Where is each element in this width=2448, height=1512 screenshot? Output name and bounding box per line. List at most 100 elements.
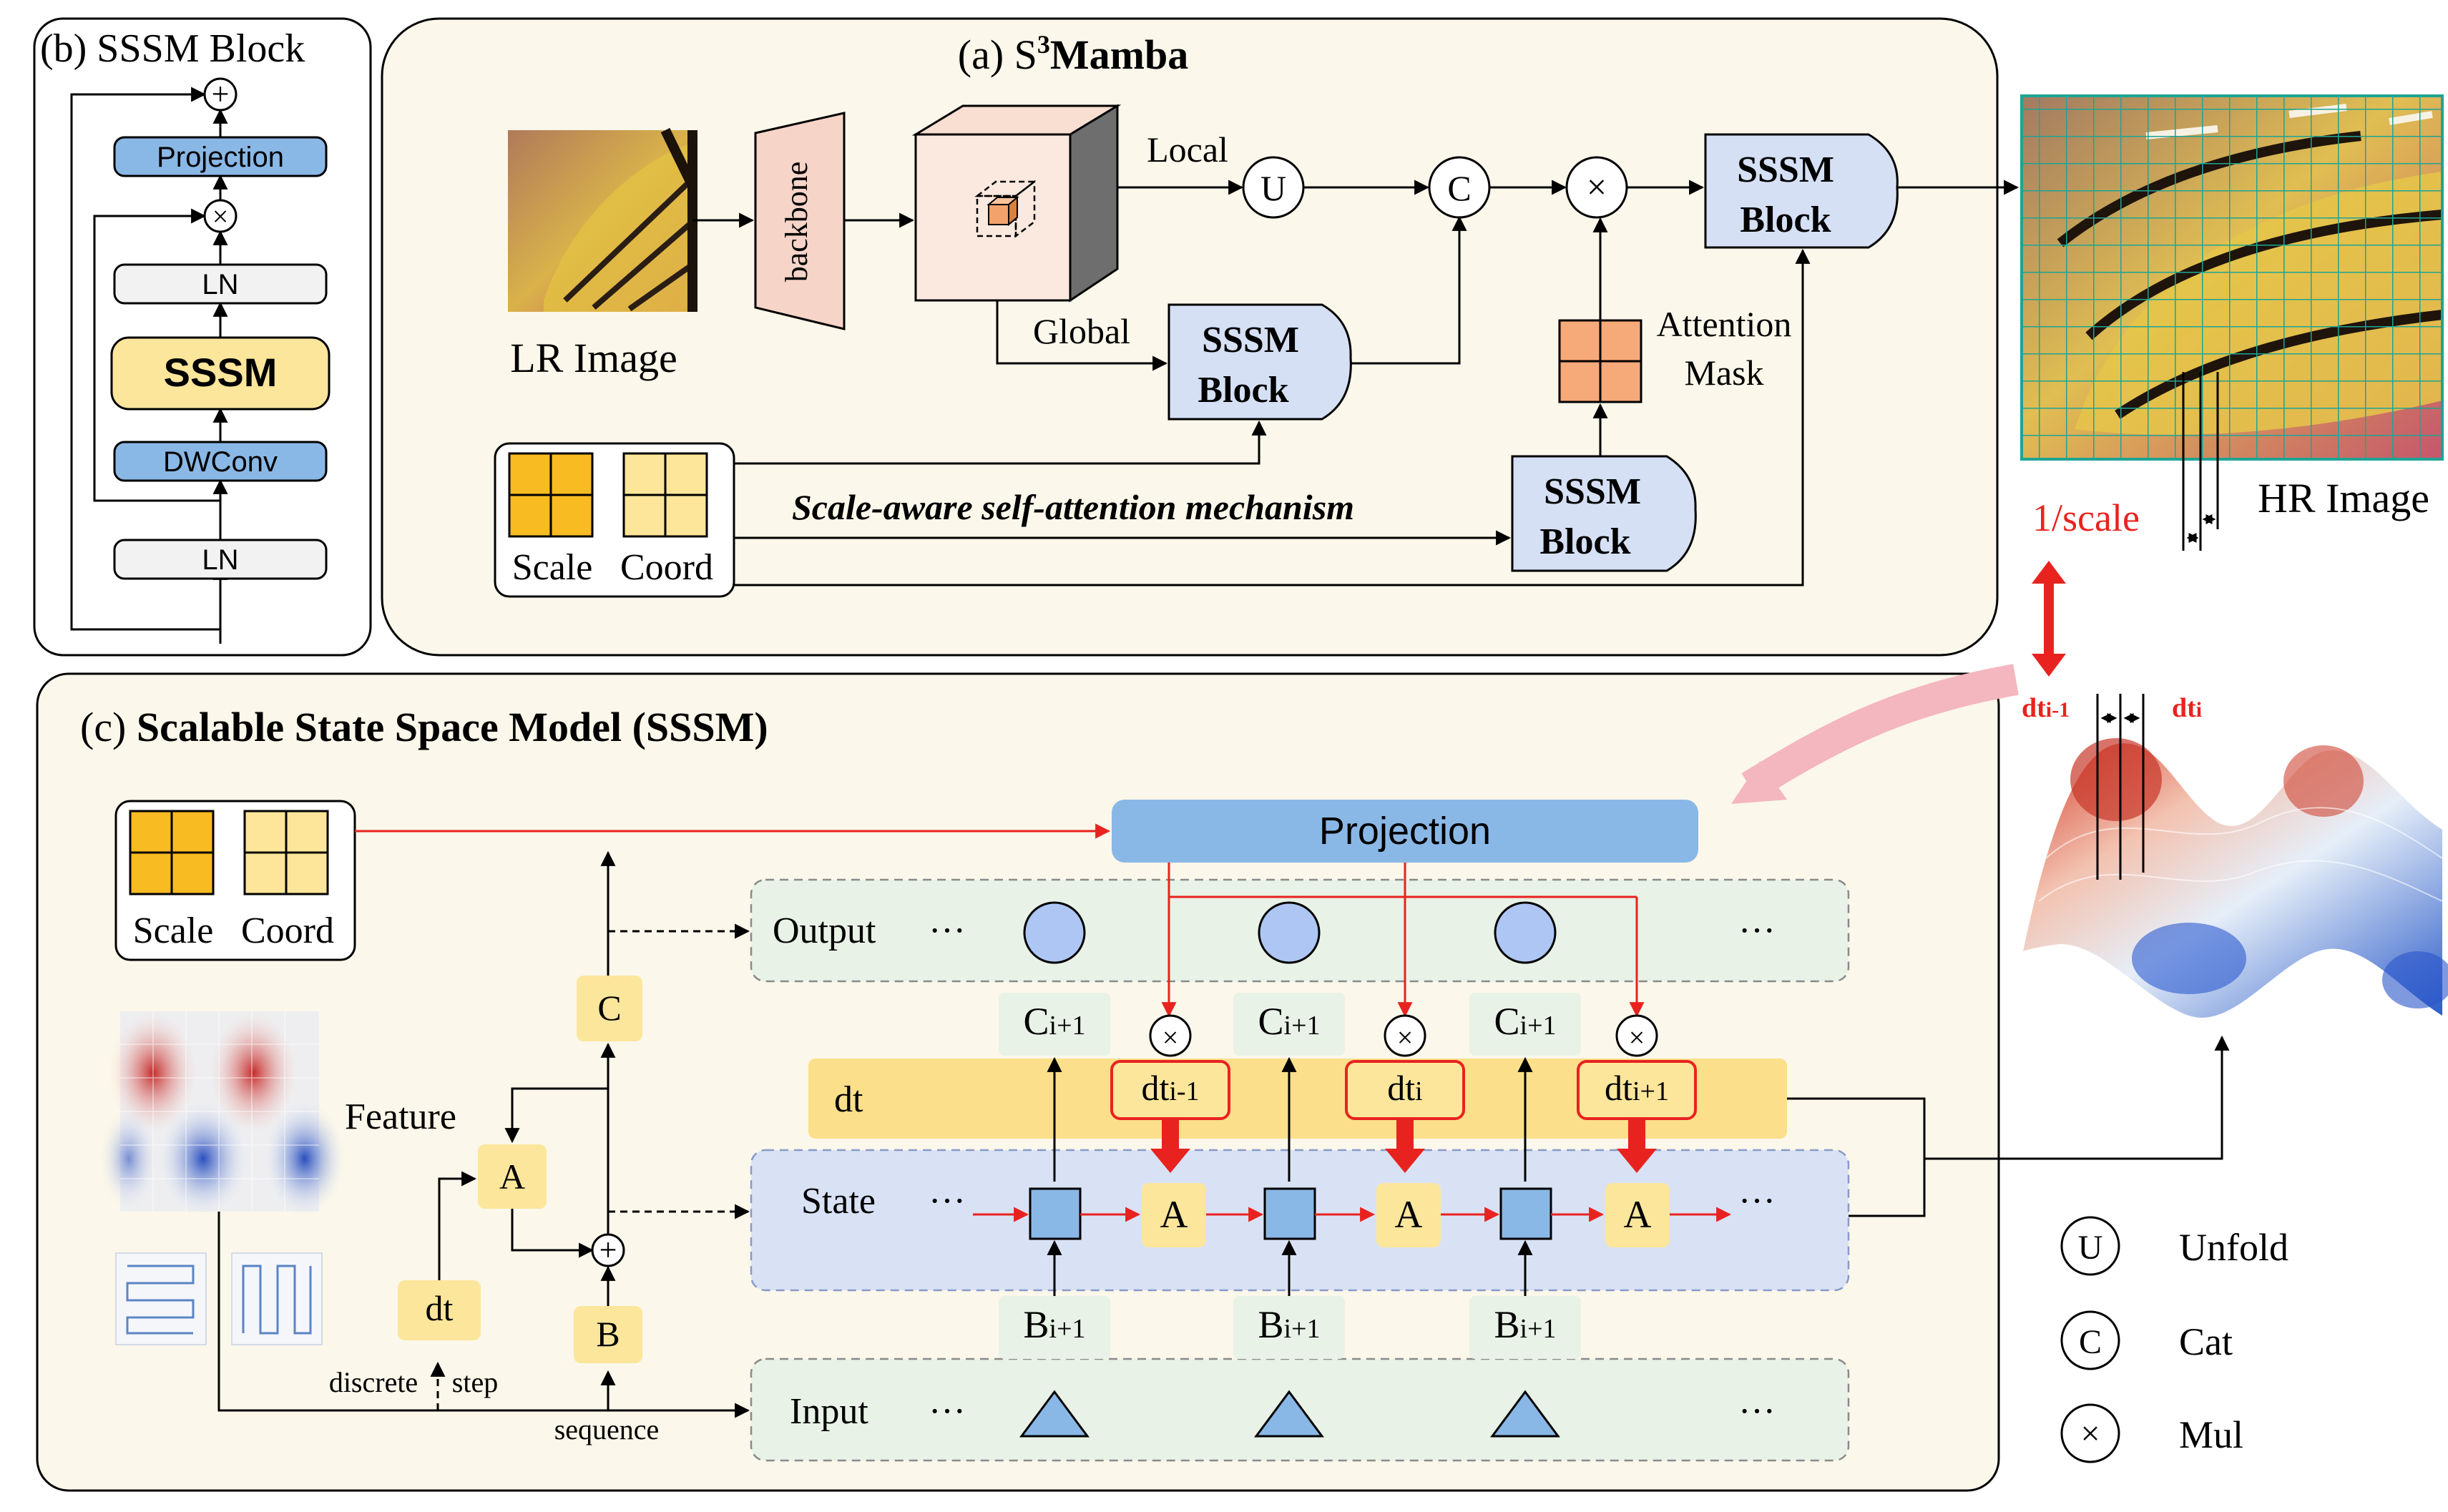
panel-c-sssm: (c) Scalable State Space Model (SSSM) Sc… (36, 664, 2230, 1492)
legend-unfold-label: Unfold (2179, 1226, 2288, 1269)
inv-scale-label: 1/scale (2032, 496, 2140, 539)
b-label-bg (1233, 1296, 1345, 1359)
dt-row (808, 1059, 1787, 1139)
sssm-block-global (1167, 303, 1352, 421)
ssm-column-3: Ci+1 Bi+1 (1469, 901, 1581, 1438)
surface-to-projection-arrow (1741, 664, 2019, 800)
discrete-label: discrete (329, 1366, 418, 1398)
sssm-block-output-l1: SSSM (1737, 149, 1834, 190)
panel-b-sssm-block: (b) SSSM Block LN DWConv SSSM LN × Proje… (33, 17, 372, 657)
legend-unfold-symbol-text: U (2078, 1229, 2103, 1267)
dt-column-1: × dti-1 (1110, 1014, 1230, 1173)
sssm-block-attention-l1: SSSM (1544, 471, 1641, 512)
dt-down-arrow (1150, 1149, 1190, 1173)
b-add-op-symbol: + (212, 77, 230, 112)
a-node-2 (1376, 1183, 1441, 1247)
input-node (1254, 1390, 1324, 1438)
legend: U Unfold C Cat × Mul (2060, 1216, 2288, 1463)
scale-label-a: Scale (512, 547, 593, 588)
b-label: Bi+1 (1023, 1303, 1085, 1346)
legend-unfold-symbol (2060, 1216, 2120, 1276)
attention-label-l2: Mask (1684, 353, 1763, 393)
dt-column-2: × dti (1345, 1014, 1465, 1173)
mechanism-label: Scale-aware self-attention mechanism (792, 487, 1354, 527)
output-row-label: Output (773, 910, 876, 951)
state-node (1029, 1187, 1082, 1240)
legend-cat-label: Cat (2179, 1320, 2233, 1363)
global-label: Global (1033, 311, 1130, 351)
scan-pattern-horizontal-icon (115, 1252, 207, 1345)
c-label: Ci+1 (1258, 1000, 1320, 1043)
sequence-label: sequence (554, 1413, 660, 1445)
sssm-block-attention-l2: Block (1539, 521, 1630, 562)
scale-label-c: Scale (133, 910, 214, 951)
dt-mul-op-symbol: × (1397, 1021, 1414, 1054)
b-box (574, 1306, 642, 1363)
backbone-label: backbone (779, 162, 814, 283)
lr-image-label: LR Image (510, 335, 677, 381)
feature-cube (911, 104, 1122, 303)
c-label-bg (1469, 993, 1581, 1056)
c-label-bg (1233, 993, 1345, 1056)
add-op-c-symbol: + (599, 1232, 617, 1267)
output-node (1494, 901, 1557, 964)
c-box (577, 976, 642, 1041)
backbone-block (754, 112, 846, 330)
dt-label: dti+1 (1605, 1068, 1669, 1108)
attention-label-l1: Attention (1657, 304, 1792, 344)
b-ln-top-label: LN (202, 269, 238, 300)
panel-a-s3mamba: (a) S3Mamba LR Image backbone Loc (381, 17, 2019, 657)
c-label: Ci+1 (1023, 1000, 1085, 1043)
panel-b-title: (b) SSSM Block (40, 26, 305, 71)
a-node-1 (1142, 1183, 1206, 1247)
b-label: Bi+1 (1258, 1303, 1320, 1346)
dt-label: dti-1 (1141, 1068, 1199, 1108)
input-node (1019, 1390, 1090, 1438)
a-node-2-label: A (1395, 1193, 1423, 1236)
legend-cat-symbol (2060, 1310, 2120, 1370)
input-row-label: Input (790, 1391, 868, 1432)
step-label: step (452, 1366, 498, 1398)
legend-mul-label: Mul (2179, 1413, 2243, 1456)
a-node-3-label: A (1624, 1193, 1652, 1236)
scan-pattern-vertical-icon (231, 1252, 323, 1345)
feature-heatmap (100, 1011, 345, 1216)
a-box-label: A (499, 1157, 525, 1197)
dt-label: dti (1387, 1068, 1422, 1108)
output-dots-left: ··· (929, 910, 966, 951)
legend-cat-symbol-text: C (2079, 1323, 2102, 1361)
sssm-block-global-l2: Block (1198, 370, 1288, 411)
input-node (1490, 1390, 1560, 1438)
input-dots-right: ··· (1738, 1391, 1776, 1432)
output-dots-right: ··· (1738, 910, 1776, 951)
coord-label-a: Coord (620, 547, 713, 588)
lr-image (508, 127, 697, 312)
coord-label-c: Coord (241, 910, 334, 951)
local-label: Local (1147, 129, 1228, 170)
scale-surface-plot (2023, 694, 2448, 1018)
mul-op-symbol: × (1587, 167, 1607, 207)
legend-mul-symbol-text: × (2080, 1415, 2100, 1453)
a-node-3 (1605, 1183, 1670, 1247)
dt-mul-op-symbol: × (1162, 1021, 1179, 1054)
dt-down-arrow (1617, 1149, 1657, 1173)
hr-image (2020, 94, 2444, 461)
a-box (478, 1144, 547, 1209)
output-node (1258, 901, 1321, 964)
legend-mul-symbol (2060, 1403, 2120, 1463)
dt-box-label: dt (426, 1288, 454, 1328)
b-mul-op-symbol: × (212, 200, 229, 232)
output-node (1023, 901, 1086, 964)
c-label-bg (999, 993, 1110, 1056)
ssm-column-1: Ci+1 Bi+1 (999, 901, 1110, 1438)
c-label: Ci+1 (1494, 1000, 1556, 1043)
sssm-block-output-l2: Block (1740, 200, 1831, 240)
b-ln-bottom-label: LN (202, 544, 238, 576)
b-label: Bi+1 (1494, 1303, 1556, 1346)
sssm-block-attention (1511, 455, 1697, 572)
b-dwconv-label: DWConv (163, 446, 278, 478)
dt-mul-op (1384, 1014, 1426, 1057)
state-row-label: State (801, 1181, 876, 1222)
state-node (1263, 1187, 1316, 1240)
input-dots-left: ··· (929, 1391, 966, 1432)
